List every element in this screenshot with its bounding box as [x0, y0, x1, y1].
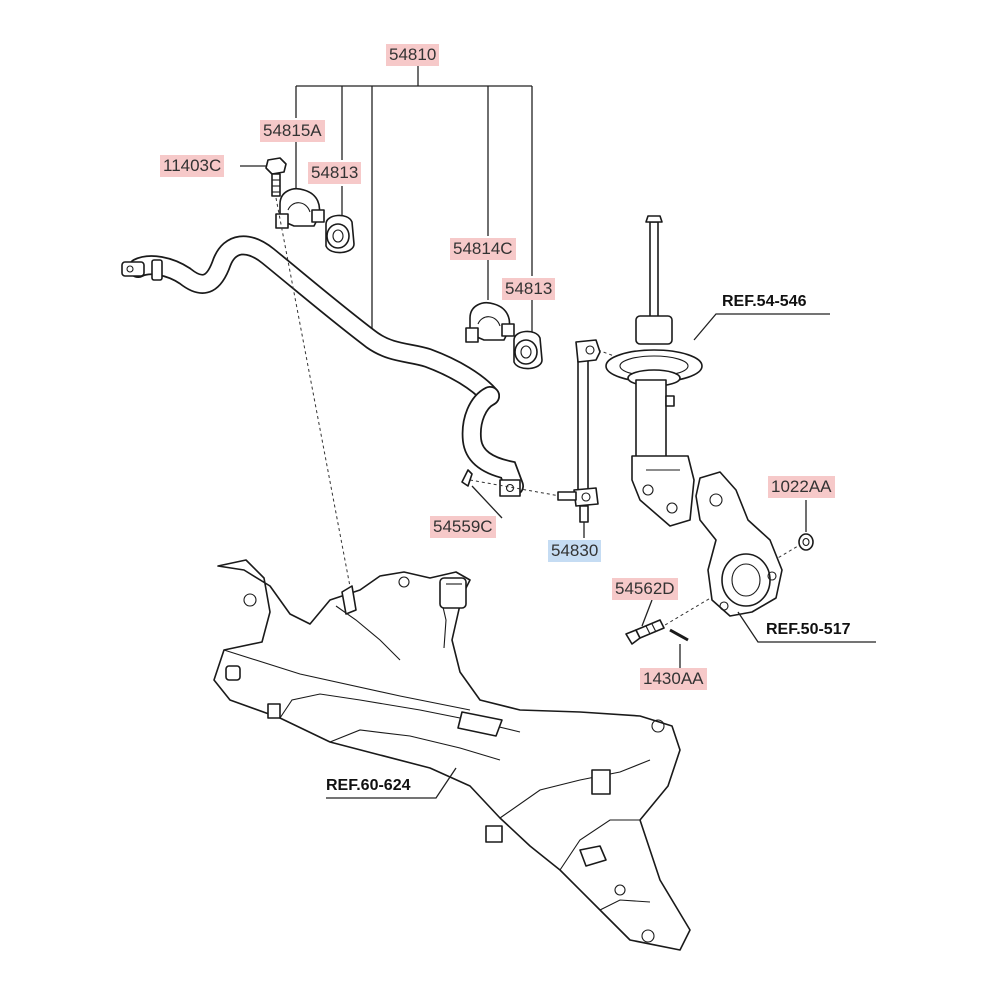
label-54813-lower[interactable]: 54813	[502, 278, 556, 300]
bushing-left[interactable]	[325, 214, 355, 254]
stabilizer-link[interactable]	[557, 339, 601, 523]
label-54810[interactable]: 54810	[386, 44, 440, 66]
clip-54559C[interactable]	[461, 469, 473, 487]
label-11403C[interactable]: 11403C	[160, 155, 225, 177]
label-54830[interactable]: 54830	[548, 540, 602, 562]
label-1022AA[interactable]: 1022AA	[768, 476, 835, 498]
strut-assembly[interactable]	[605, 215, 703, 527]
label-54813-upper[interactable]: 54813	[308, 162, 362, 184]
leader-lines	[240, 165, 876, 799]
leader-54810	[295, 66, 533, 335]
ref-strut[interactable]: REF.54-546	[722, 293, 807, 310]
bushing-bracket-left[interactable]	[275, 188, 325, 229]
bushing-right[interactable]	[513, 330, 543, 370]
label-54815A[interactable]: 54815A	[260, 120, 325, 142]
subframe-crossmember[interactable]	[213, 559, 691, 951]
label-54814C[interactable]: 54814C	[450, 238, 516, 260]
bolt-54562D[interactable]	[625, 619, 665, 645]
nut-1022AA[interactable]	[798, 533, 814, 551]
label-1430AA[interactable]: 1430AA	[640, 668, 707, 690]
bolt-11403C[interactable]	[265, 157, 287, 197]
stabilizer-bar[interactable]	[121, 235, 524, 497]
bushing-bracket-right[interactable]	[465, 302, 515, 343]
ref-knuckle[interactable]: REF.50-517	[766, 621, 851, 638]
ref-subframe[interactable]: REF.60-624	[326, 777, 411, 794]
pin-1430AA[interactable]	[669, 628, 689, 642]
label-54562D[interactable]: 54562D	[612, 578, 678, 600]
steering-knuckle[interactable]	[695, 471, 783, 617]
label-54559C[interactable]: 54559C	[430, 516, 496, 538]
